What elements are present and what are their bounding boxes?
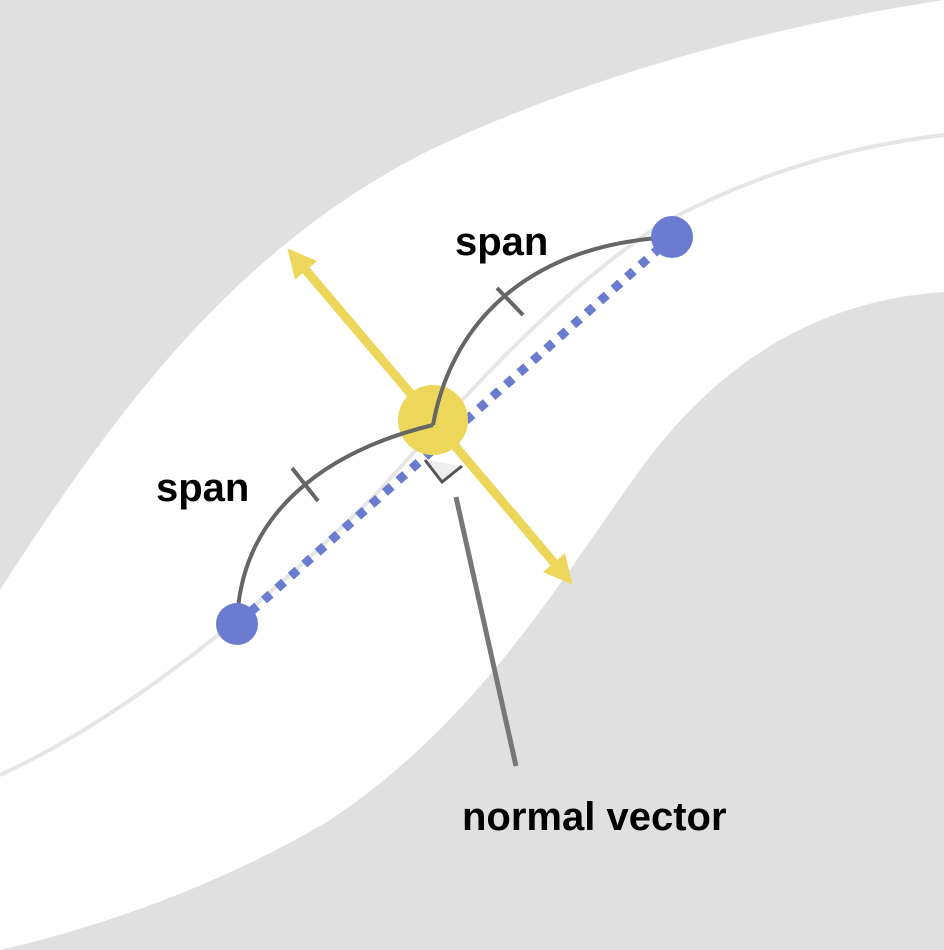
span-label-upper: span [455,220,548,264]
endpoint-lower [216,603,258,645]
normal-arrow-upper [287,248,437,423]
span-label-lower: span [156,466,249,510]
span-tick-upper [495,286,525,317]
band-centerline [0,133,944,777]
span-curve-upper [431,235,673,426]
normal-vector-leader [453,496,519,767]
normal-vector-label: normal vector [462,795,727,839]
right-angle-marker [423,459,463,485]
span-tick-lower [290,466,320,503]
endpoint-upper [651,216,693,258]
span-curve-lower [235,423,434,625]
